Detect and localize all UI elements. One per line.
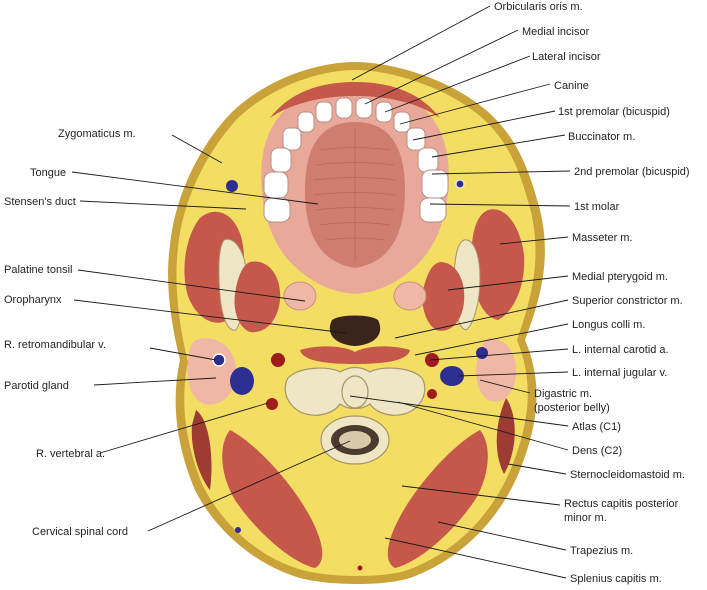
sternocleidomastoid-right [191,410,212,490]
label-stensens-duct: Stensen's duct [4,196,76,208]
left-vertebral-artery [427,389,437,399]
label-first-premolar: 1st premolar (bicuspid) [558,106,670,118]
label-dens: Dens (C2) [572,445,622,457]
label-medial-pterygoid: Medial pterygoid m. [572,271,668,283]
labels-right: Orbicularis oris m. Medial incisor Later… [494,1,690,585]
tooth [270,147,292,173]
label-superior-constrictor: Superior constrictor m. [572,295,683,307]
label-parotid-gland: Parotid gland [4,380,69,392]
label-trapezius: Trapezius m. [570,545,633,557]
right-vertebral-artery [266,398,278,410]
tooth [282,127,302,151]
label-orbicularis-oris: Orbicularis oris m. [494,1,583,13]
dens [341,375,369,409]
label-tongue: Tongue [30,167,66,179]
label-zygomaticus: Zygomaticus m. [58,128,136,140]
left-internal-jugular-vein [440,366,464,386]
label-r-retromandibular: R. retromandibular v. [4,339,106,351]
label-digastric-sub: (posterior belly) [534,402,610,414]
label-second-premolar: 2nd premolar (bicuspid) [574,166,690,178]
left-masseter-muscle [471,209,525,320]
tooth [417,147,439,173]
label-masseter: Masseter m. [572,232,633,244]
neck-cross-section-illustration [168,62,545,584]
tooth [355,97,373,119]
left-retromandibular-vein [476,347,488,359]
tooth [335,97,353,119]
label-oropharynx: Oropharynx [4,294,62,306]
label-medial-incisor: Medial incisor [522,26,590,38]
spinal-cord-inner [339,431,371,449]
label-palatine-tonsil: Palatine tonsil [4,264,73,276]
label-l-internal-jugular: L. internal jugular v. [572,367,667,379]
tooth [393,111,411,133]
label-r-vertebral: R. vertebral a. [36,448,105,460]
tooth [375,101,393,123]
label-splenius-capitis: Splenius capitis m. [570,573,662,585]
left-medial-pterygoid-muscle [422,262,465,331]
label-first-molar: 1st molar [574,201,620,213]
tooth [263,197,291,223]
tongue-texture [313,128,397,262]
right-internal-jugular-vein [230,367,254,395]
right-internal-carotid-artery [271,353,285,367]
oropharynx-airway [329,315,381,346]
right-parotid-gland [187,338,237,405]
tooth [263,171,289,199]
label-digastric: Digastric m. [534,388,592,400]
posterior-neck-muscles-right [222,430,323,568]
label-canine: Canine [554,80,589,92]
label-longus-colli: Longus colli m. [572,319,645,331]
label-sternocleidomastoid: Sternocleidomastoid m. [570,469,685,481]
dental-arch [263,97,449,223]
label-buccinator: Buccinator m. [568,131,635,143]
prevertebral-muscles [300,346,410,364]
label-rectus-capitis-sub: minor m. [564,512,607,524]
label-lateral-incisor: Lateral incisor [532,51,601,63]
left-palatine-tonsil [393,281,427,311]
label-cervical-spinal-cord: Cervical spinal cord [32,526,128,538]
tooth [315,101,333,123]
labels-left: Zygomaticus m. Tongue Stensen's duct Pal… [4,128,136,538]
right-retromandibular-vein [212,353,226,367]
midline-dot [357,565,363,571]
superficial-vein-posterior [235,527,241,533]
leader-lines [71,5,571,579]
posterior-neck-muscles-left [387,430,488,568]
label-l-internal-carotid: L. internal carotid a. [572,344,669,356]
superficial-vein-left [455,179,465,189]
tooth [297,111,315,133]
right-palatine-tonsil [283,281,317,311]
label-rectus-capitis: Rectus capitis posterior [564,498,679,510]
orbicularis-oris-muscle [270,82,440,118]
label-atlas: Atlas (C1) [572,421,621,433]
tooth [419,197,447,223]
superficial-vein-right [226,180,238,192]
right-medial-pterygoid-muscle [234,261,281,333]
